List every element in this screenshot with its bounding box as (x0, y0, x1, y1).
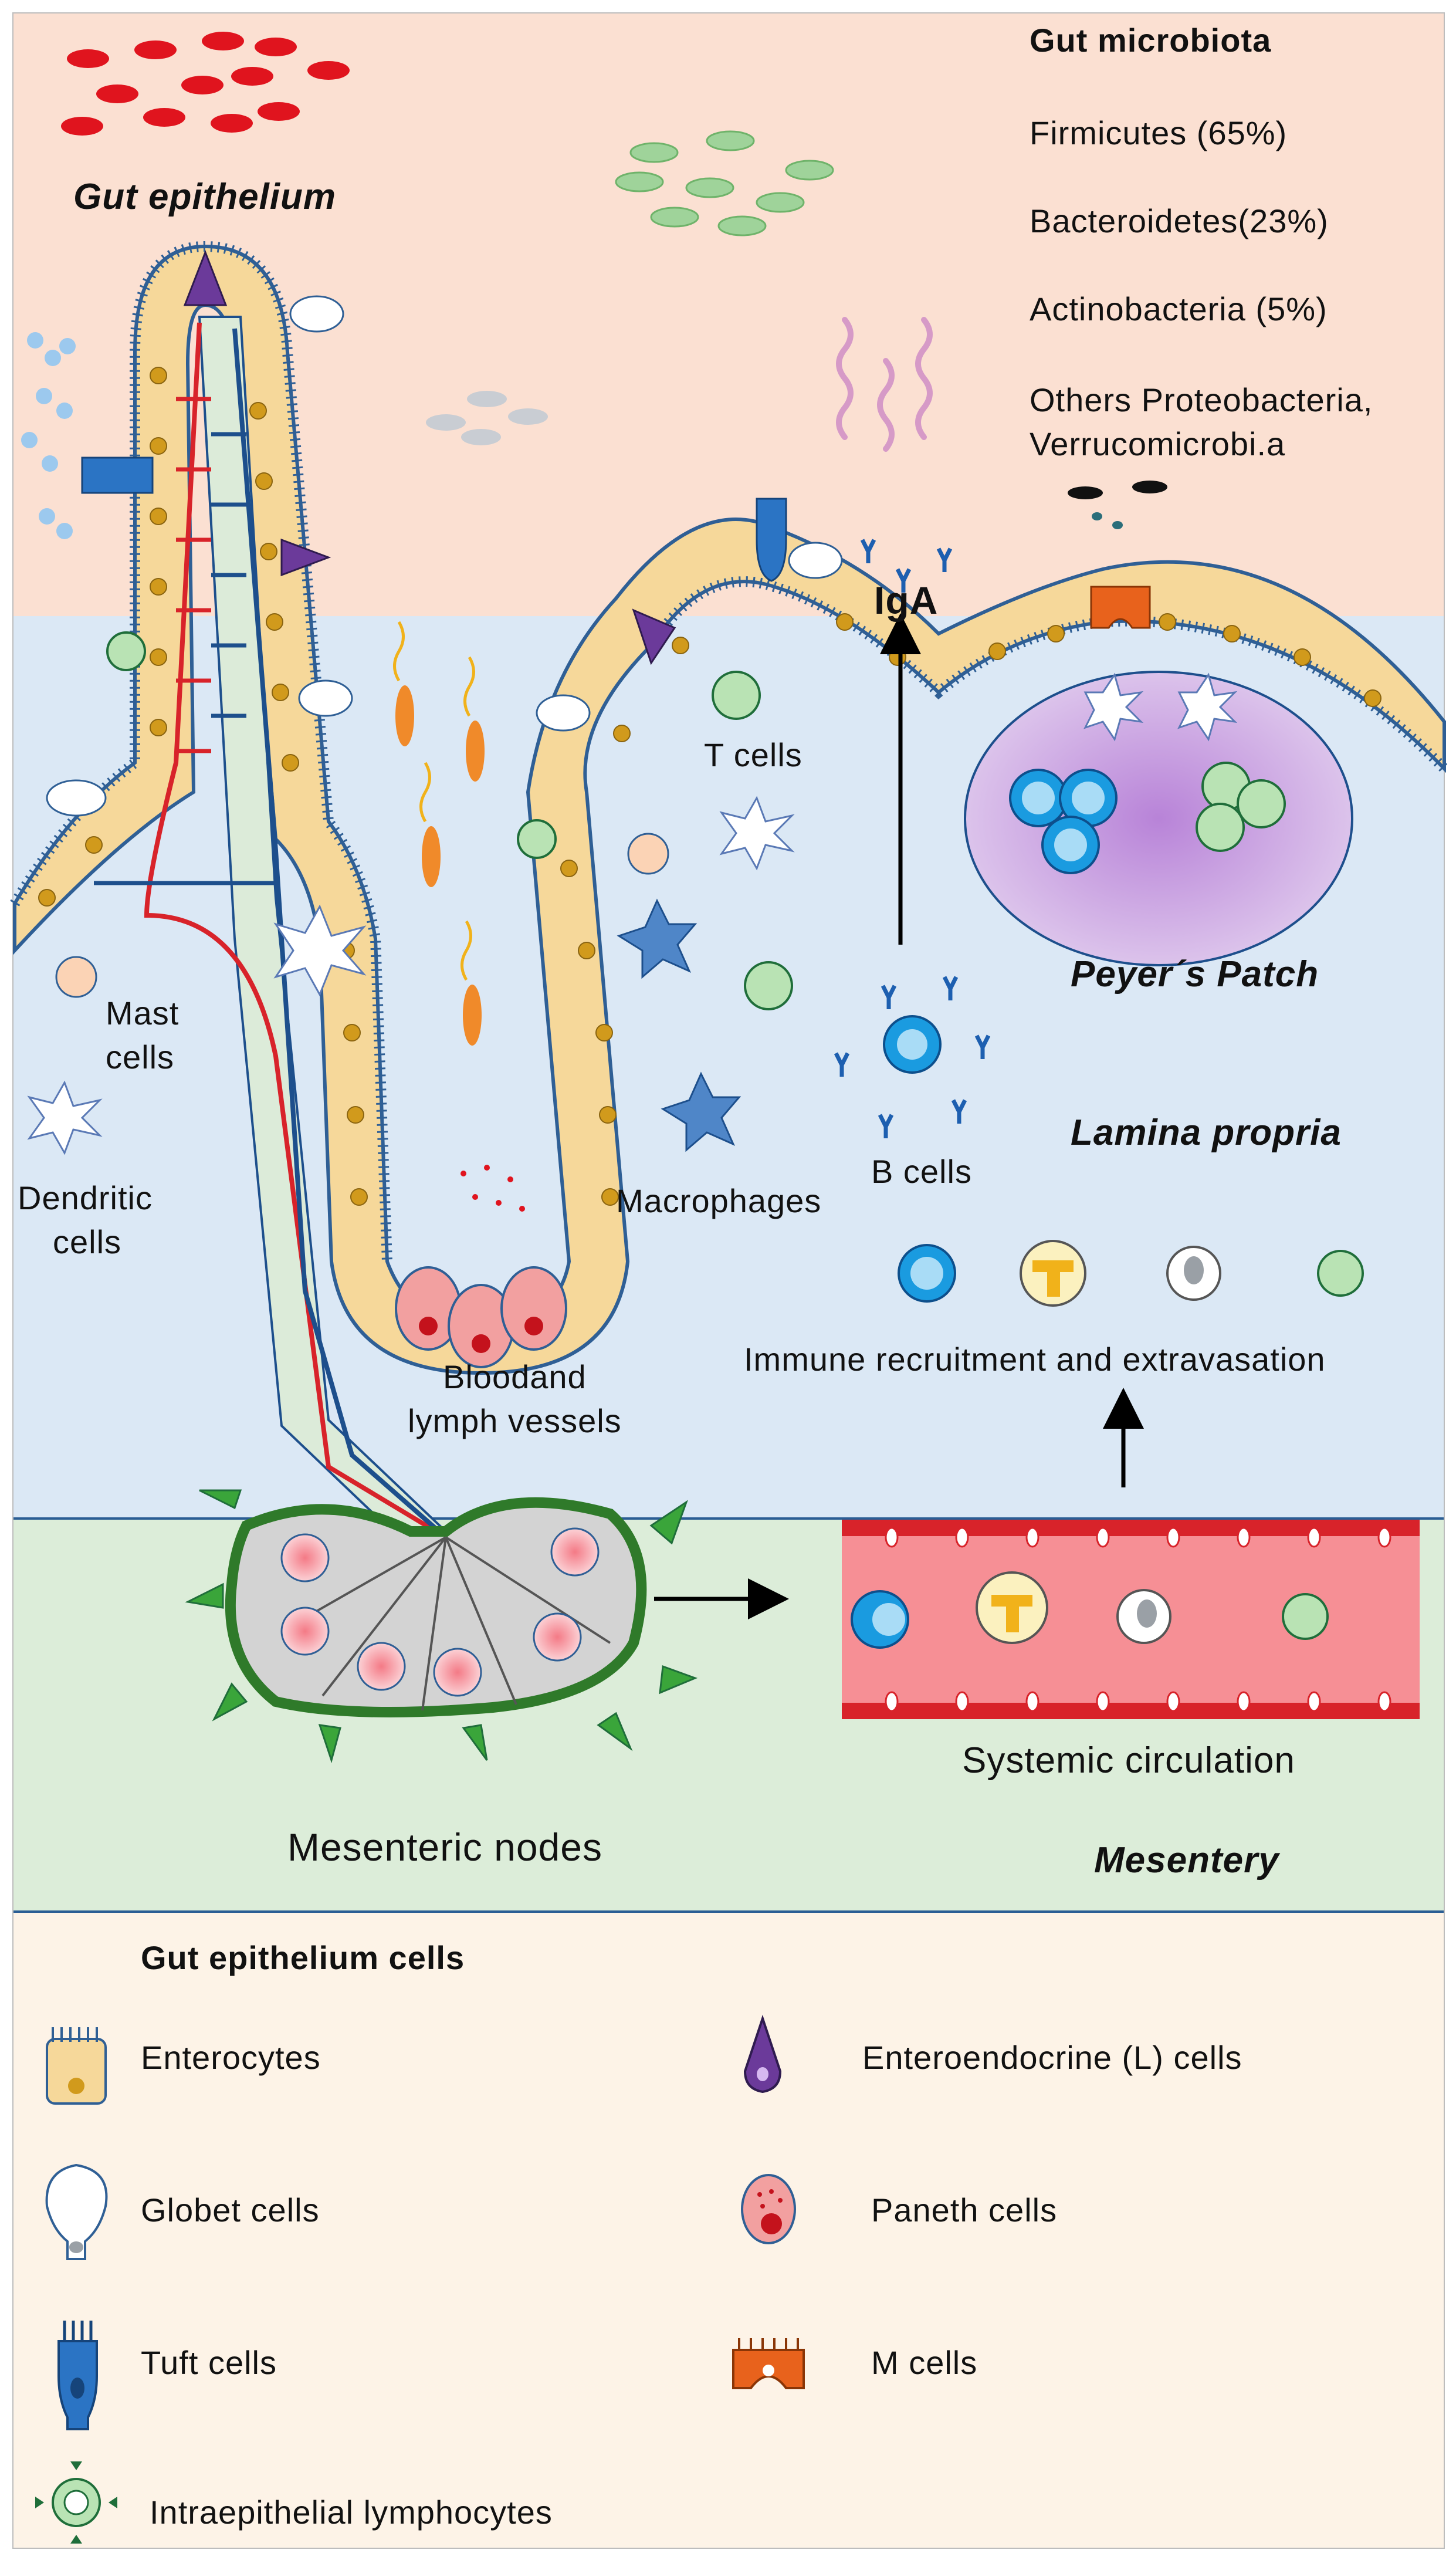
black-particles (1068, 481, 1167, 529)
legend-region (13, 1912, 1444, 2548)
epithelium-m-cell (1090, 586, 1151, 629)
dendritic-cells-label-line1: Dendritic (18, 1179, 153, 1216)
legend-label-m-cells: M cells (871, 2344, 978, 2381)
orange-bacteria (395, 685, 485, 1046)
pink-filaments (836, 317, 933, 452)
microbiota-item-others: Others Proteobacteria, (1030, 381, 1373, 418)
microbiota-item-firmicutes: Firmicutes (65%) (1030, 114, 1288, 151)
macrophages-label: Macrophages (616, 1182, 822, 1219)
region-label-lamina-propria: Lamina propria (1071, 1112, 1342, 1153)
microbiota-heading: Gut microbiota (1030, 22, 1272, 59)
villus-vessels (94, 316, 448, 1551)
legend-heading: Gut epithelium cells (141, 1939, 465, 1976)
systemic-vessel (842, 1520, 1420, 1719)
legend-m-cell-icon (732, 2338, 805, 2389)
b-cell-lp (834, 539, 991, 1138)
legend-label-enterocytes: Enterocytes (141, 2039, 321, 2076)
legend-enteroendocrine-icon (743, 2014, 782, 2094)
vessels-label-line1: Bloodand (443, 1358, 587, 1395)
peyers-patch-b-cells (1009, 769, 1118, 874)
epithelium-tuft-cells (81, 456, 787, 582)
epithelium-l-cells (183, 249, 676, 665)
dendritic-cells-lp (27, 796, 795, 1155)
legend-label-paneth: Paneth cells (871, 2192, 1058, 2228)
green-bacteria (615, 130, 834, 236)
mesenteric-nodes-label: Mesenteric nodes (287, 1825, 602, 1869)
peyers-patch (964, 671, 1353, 966)
mast-cells-label-line2: cells (106, 1039, 175, 1076)
peyers-patch-dendritic-cells (1083, 672, 1238, 742)
blue-dots (21, 332, 76, 539)
macrophages-lp (617, 898, 741, 1152)
paneth-cells (395, 1165, 567, 1368)
microbiota-item-bacteroidetes: Bacteroidetes(23%) (1030, 202, 1329, 239)
legend-label-enteroendocrine: Enteroendocrine (L) cells (862, 2039, 1242, 2076)
mast-cells-lp (55, 833, 669, 998)
t-cells-lp (106, 631, 793, 1010)
legend-globet-icon (45, 2163, 108, 2260)
region-label-mesentery: Mesentery (1094, 1840, 1279, 1881)
recruitment-label: Immune recruitment and extravasation (744, 1341, 1326, 1378)
region-label-gut-epithelium: Gut epithelium (73, 177, 336, 217)
systemic-circulation-label: Systemic circulation (962, 1740, 1295, 1781)
legend-label-globet: Globet cells (141, 2192, 320, 2228)
legend-tuft-icon (57, 2321, 98, 2430)
legend-label-iel: Intraepithelial lymphocytes (150, 2494, 553, 2531)
microbiota-item-actinobacteria: Actinobacteria (5%) (1030, 290, 1328, 327)
mesenteric-node (185, 1489, 698, 1764)
dendritic-cells-label-line2: cells (53, 1223, 122, 1260)
t-cells-label: T cells (704, 736, 803, 773)
microbiota-item-verrucomicrobia: Verrucomicrobi.a (1030, 425, 1286, 462)
legend-enterocyte-icon (46, 2027, 107, 2105)
iga-label: IgA (874, 579, 939, 622)
region-label-peyers-patch: Peyer´s Patch (1071, 954, 1319, 995)
peyers-patch-t-cells (1196, 762, 1286, 852)
b-cells-label: B cells (871, 1153, 972, 1190)
vessels-label-line2: lymph vessels (408, 1402, 622, 1439)
epithelium-globet-cells (46, 295, 843, 817)
mast-cells-label-line1: Mast (106, 995, 180, 1032)
red-particles (61, 32, 350, 136)
recruitment-cells (898, 1240, 1364, 1307)
legend-paneth-icon (741, 2174, 796, 2244)
legend-label-tuft: Tuft cells (141, 2344, 277, 2381)
legend-iel-icon (35, 2461, 117, 2544)
gray-bacteria (426, 391, 548, 445)
